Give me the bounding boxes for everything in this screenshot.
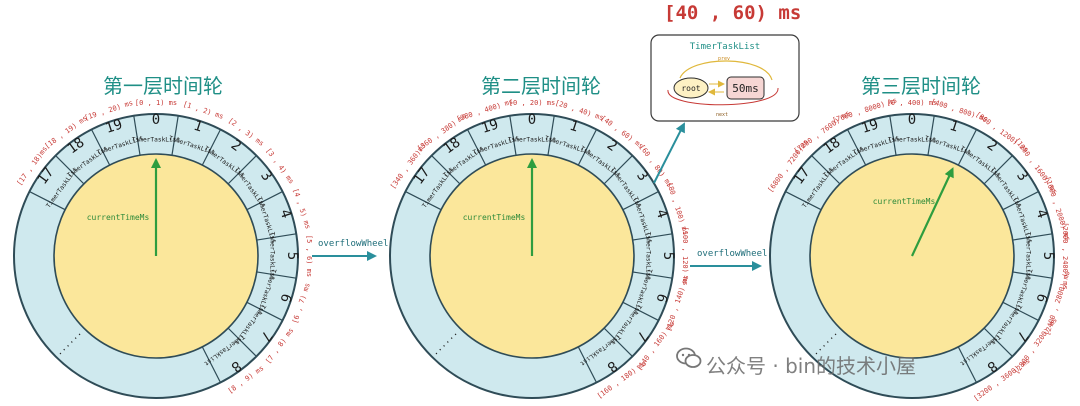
slot-divider <box>1002 301 1039 322</box>
slot-task-list-label: TimerTaskList <box>132 137 181 144</box>
current-time-label: currentTimeMs <box>87 213 150 222</box>
timer-task-list-detail: TimerTaskList prev next root 50ms <box>650 34 800 122</box>
slot-divider <box>957 346 978 383</box>
slot-divider <box>622 301 659 322</box>
slot-divider <box>246 190 283 211</box>
slot-divider <box>889 115 897 156</box>
slot-number: 19 <box>859 116 880 136</box>
slot-divider <box>957 129 978 166</box>
slot-divider <box>1002 190 1039 211</box>
slot-divider <box>577 129 598 166</box>
wechat-icon <box>676 347 702 368</box>
slot-divider <box>171 115 179 156</box>
detail-root-node <box>673 77 709 99</box>
slot-divider <box>227 155 257 185</box>
slot-task-list-label: TimerTaskList <box>269 232 276 281</box>
slot-divider <box>632 271 673 279</box>
wheel-1-title: 第一层时间轮 <box>103 74 223 98</box>
overflow-label-2: overflowWheel <box>697 249 767 259</box>
slot-divider <box>466 129 487 166</box>
slot-divider <box>622 190 659 211</box>
slot-divider <box>227 327 257 357</box>
slot-divider <box>201 346 222 383</box>
wheel-2-slot-5: 5 TimerTaskList <box>645 232 677 281</box>
slot-number: 18 <box>821 135 844 158</box>
slot-divider <box>811 155 841 185</box>
slot-divider <box>603 155 633 185</box>
slot-divider <box>927 115 935 156</box>
slot-divider <box>256 233 297 241</box>
slot-divider <box>55 155 85 185</box>
slot-range-label: [0 , 400) ms <box>887 99 938 107</box>
detail-arrow <box>653 122 685 184</box>
slot-divider <box>785 190 822 211</box>
slot-number: 5 <box>1040 252 1056 260</box>
wheel-3-title: 第三层时间轮 <box>861 74 981 98</box>
slot-divider <box>29 190 66 211</box>
slot-number: 19 <box>479 116 500 136</box>
slot-task-list-label: TimerTaskList <box>645 232 652 281</box>
slot-divider <box>577 346 598 383</box>
slot-range-label: [5 , 6) ms <box>305 235 313 277</box>
slot-number: 18 <box>65 135 88 158</box>
slot-number: 18 <box>441 135 464 158</box>
detail-task-node <box>726 76 765 100</box>
slot-divider <box>256 271 297 279</box>
slot-divider <box>1012 233 1053 241</box>
slot-divider <box>1012 271 1053 279</box>
watermark: 公众号 · bin的技术小屋 <box>706 354 916 378</box>
detail-range-label: [40 , 60) ms <box>664 2 802 24</box>
slot-divider <box>547 115 555 156</box>
detail-task-label: 50ms <box>732 82 759 95</box>
slot-divider <box>246 301 283 322</box>
slot-divider <box>846 129 867 166</box>
slot-range-label: [100 , 120) ms <box>681 226 689 285</box>
detail-prev-label: prev <box>718 56 730 62</box>
slot-task-list-label: TimerTaskList <box>888 137 937 144</box>
wheel-2-title: 第二层时间轮 <box>481 74 601 98</box>
wheel-1-slot-5: 5 TimerTaskList <box>269 232 301 281</box>
slot-number: 19 <box>103 116 124 136</box>
detail-next-label: next <box>716 112 728 118</box>
wheel-3-slot-5: 5 TimerTaskList <box>1025 232 1057 281</box>
slot-divider <box>632 233 673 241</box>
slot-divider <box>603 327 633 357</box>
slot-range-label: [2000 , 2400) ms <box>1061 222 1069 289</box>
detail-title: TimerTaskList <box>690 42 760 52</box>
slot-divider <box>983 155 1013 185</box>
detail-root-label: root <box>681 84 700 93</box>
overflow-label-1: overflowWheel <box>318 239 388 249</box>
slot-divider <box>405 190 442 211</box>
slot-task-list-label: TimerTaskList <box>1025 232 1032 281</box>
current-time-label: currentTimeMs <box>463 213 526 222</box>
slot-number: 5 <box>660 252 676 260</box>
slot-divider <box>201 129 222 166</box>
slot-range-label: [0 , 20) ms <box>509 99 555 107</box>
slot-divider <box>983 327 1013 357</box>
slot-number: 0 <box>152 112 160 128</box>
slot-divider <box>90 129 111 166</box>
slot-task-list-label: TimerTaskList <box>508 137 557 144</box>
current-time-pointer <box>911 167 954 257</box>
slot-number: 0 <box>528 112 536 128</box>
slot-divider <box>509 115 517 156</box>
current-time-label: currentTimeMs <box>873 197 936 206</box>
slot-number: 0 <box>908 112 916 128</box>
slot-divider <box>431 155 461 185</box>
slot-divider <box>133 115 141 156</box>
slot-number: 5 <box>284 252 300 260</box>
slot-range-label: [0 , 1) ms <box>135 99 177 107</box>
